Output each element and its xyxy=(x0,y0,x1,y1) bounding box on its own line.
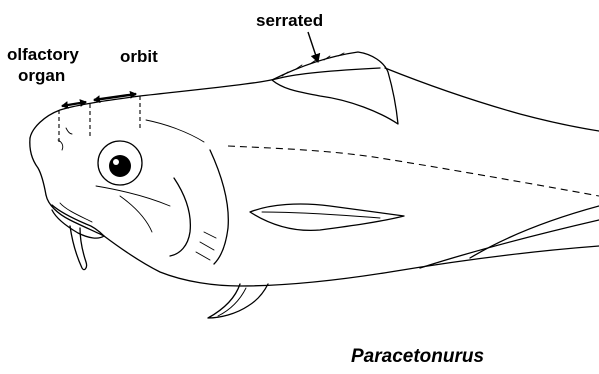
preoperculum xyxy=(170,178,190,256)
label-serrated: serrated xyxy=(256,11,323,30)
dorsal-fin xyxy=(272,52,398,124)
head-features xyxy=(58,120,228,264)
operculum-edge xyxy=(210,150,228,264)
nostril-marks xyxy=(58,128,72,150)
lateral-line xyxy=(228,146,599,196)
lower-jaw xyxy=(46,195,104,238)
label-orbit: orbit xyxy=(120,47,158,66)
anal-fin-line xyxy=(420,220,599,268)
eye-pupil xyxy=(109,155,131,177)
fish-body-outline xyxy=(30,68,599,318)
dorsal-back-line xyxy=(385,68,599,131)
lower-body-line xyxy=(470,206,599,258)
cheek-contour xyxy=(120,196,152,232)
suborbital-ridge xyxy=(96,186,170,206)
gill-membrane-lines xyxy=(196,232,216,260)
snout-front xyxy=(30,138,46,195)
pectoral-fin-outline xyxy=(250,204,404,230)
measurement-guides xyxy=(59,96,140,143)
pelvic-fin-ray xyxy=(218,288,246,316)
head-pore-contour xyxy=(146,120,204,142)
dorsal-fin-outline xyxy=(272,52,398,124)
serrated-pointer xyxy=(308,32,318,62)
throat-line xyxy=(104,236,599,286)
label-olfactory-line2: organ xyxy=(18,66,65,85)
label-olfactory-line1: olfactory xyxy=(7,45,79,64)
genus-caption: Paracetonurus xyxy=(351,346,484,367)
pectoral-fin xyxy=(250,204,404,230)
eye-highlight xyxy=(113,159,119,165)
pectoral-fin-rays xyxy=(262,212,380,218)
